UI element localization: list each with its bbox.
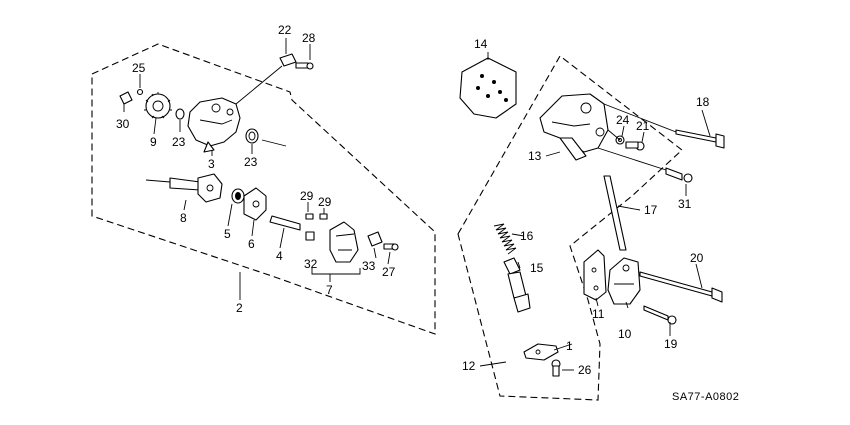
diagram-code: SA77-A0802	[672, 391, 739, 403]
small-bolt-part	[383, 243, 399, 251]
cover-plate-part	[523, 343, 559, 361]
callout-15: 15	[530, 261, 544, 275]
valve-body-part	[329, 221, 359, 263]
pump-shaft-part	[169, 173, 223, 203]
callout-21: 21	[636, 119, 650, 133]
callout-33: 33	[362, 259, 376, 273]
callout-2: 2	[236, 301, 243, 315]
o-ring-part-upper	[175, 108, 185, 120]
small-block-part	[305, 231, 315, 241]
pump-body-part	[187, 97, 241, 153]
callout-25: 25	[132, 61, 146, 75]
callout-16: 16	[520, 229, 534, 243]
callout-28: 28	[302, 31, 316, 45]
accumulator-body-part	[607, 257, 641, 305]
cover-bolt-part	[551, 359, 561, 377]
callout-18: 18	[696, 95, 710, 109]
circlip-part	[119, 91, 133, 105]
pump-gear-part	[144, 92, 172, 119]
callout-7: 7	[326, 283, 333, 297]
pump-plate-part	[243, 187, 267, 221]
long-bolt-part-upper	[675, 129, 725, 149]
assembly-boundary-left	[91, 43, 436, 335]
callout-24: 24	[616, 113, 630, 127]
callout-13: 13	[528, 149, 542, 163]
bolt-with-washer-part	[279, 53, 314, 70]
small-pin-part-b	[319, 213, 328, 220]
small-pin-part-a	[305, 213, 314, 220]
callout-22: 22	[278, 23, 292, 37]
rod-part	[603, 175, 627, 251]
callout-29a: 29	[300, 189, 314, 203]
callout-29b: 29	[318, 195, 332, 209]
valve-housing-part	[539, 93, 609, 161]
callout-5: 5	[224, 227, 231, 241]
callout-19: 19	[664, 337, 678, 351]
short-bolt-part-lower	[643, 305, 677, 325]
callout-30: 30	[116, 117, 130, 131]
callout-11: 11	[592, 307, 605, 321]
callout-3: 3	[208, 157, 215, 171]
callout-32: 32	[304, 257, 318, 271]
callout-12: 12	[462, 359, 476, 373]
long-bolt-part-lower	[639, 271, 723, 303]
gasket-plate-part	[583, 249, 607, 301]
valve-body-assembly-group	[457, 55, 725, 401]
callout-23a: 23	[172, 135, 186, 149]
spring-part	[493, 223, 517, 255]
o-ring-part-lower	[245, 128, 259, 144]
callout-23b: 23	[244, 155, 258, 169]
medium-bolt-part	[665, 167, 693, 183]
leader-lines	[123, 38, 711, 371]
callout-4: 4	[276, 249, 283, 263]
short-bolt-part	[625, 141, 645, 151]
seal-part	[231, 188, 245, 204]
bracket-part	[367, 231, 383, 247]
spool-valve-part	[503, 257, 531, 313]
callout-6: 6	[248, 237, 255, 251]
callout-20: 20	[690, 251, 704, 265]
callout-31: 31	[678, 197, 692, 211]
callout-26: 26	[578, 363, 592, 377]
pin-shaft-part	[269, 215, 301, 231]
callout-8: 8	[180, 211, 187, 225]
callout-17: 17	[644, 203, 658, 217]
pin-part	[136, 88, 144, 96]
callout-1: 1	[566, 339, 573, 353]
oil-pump-assembly-group	[91, 43, 436, 335]
callout-labels: 1 2 3 4 5 6 7 8 9 10 11 12 13 14 15 16 1…	[116, 23, 739, 403]
callout-27: 27	[382, 265, 396, 279]
callout-9: 9	[150, 135, 157, 149]
callout-10: 10	[618, 327, 632, 341]
callout-14: 14	[474, 37, 488, 51]
separator-plate-part	[459, 57, 517, 119]
